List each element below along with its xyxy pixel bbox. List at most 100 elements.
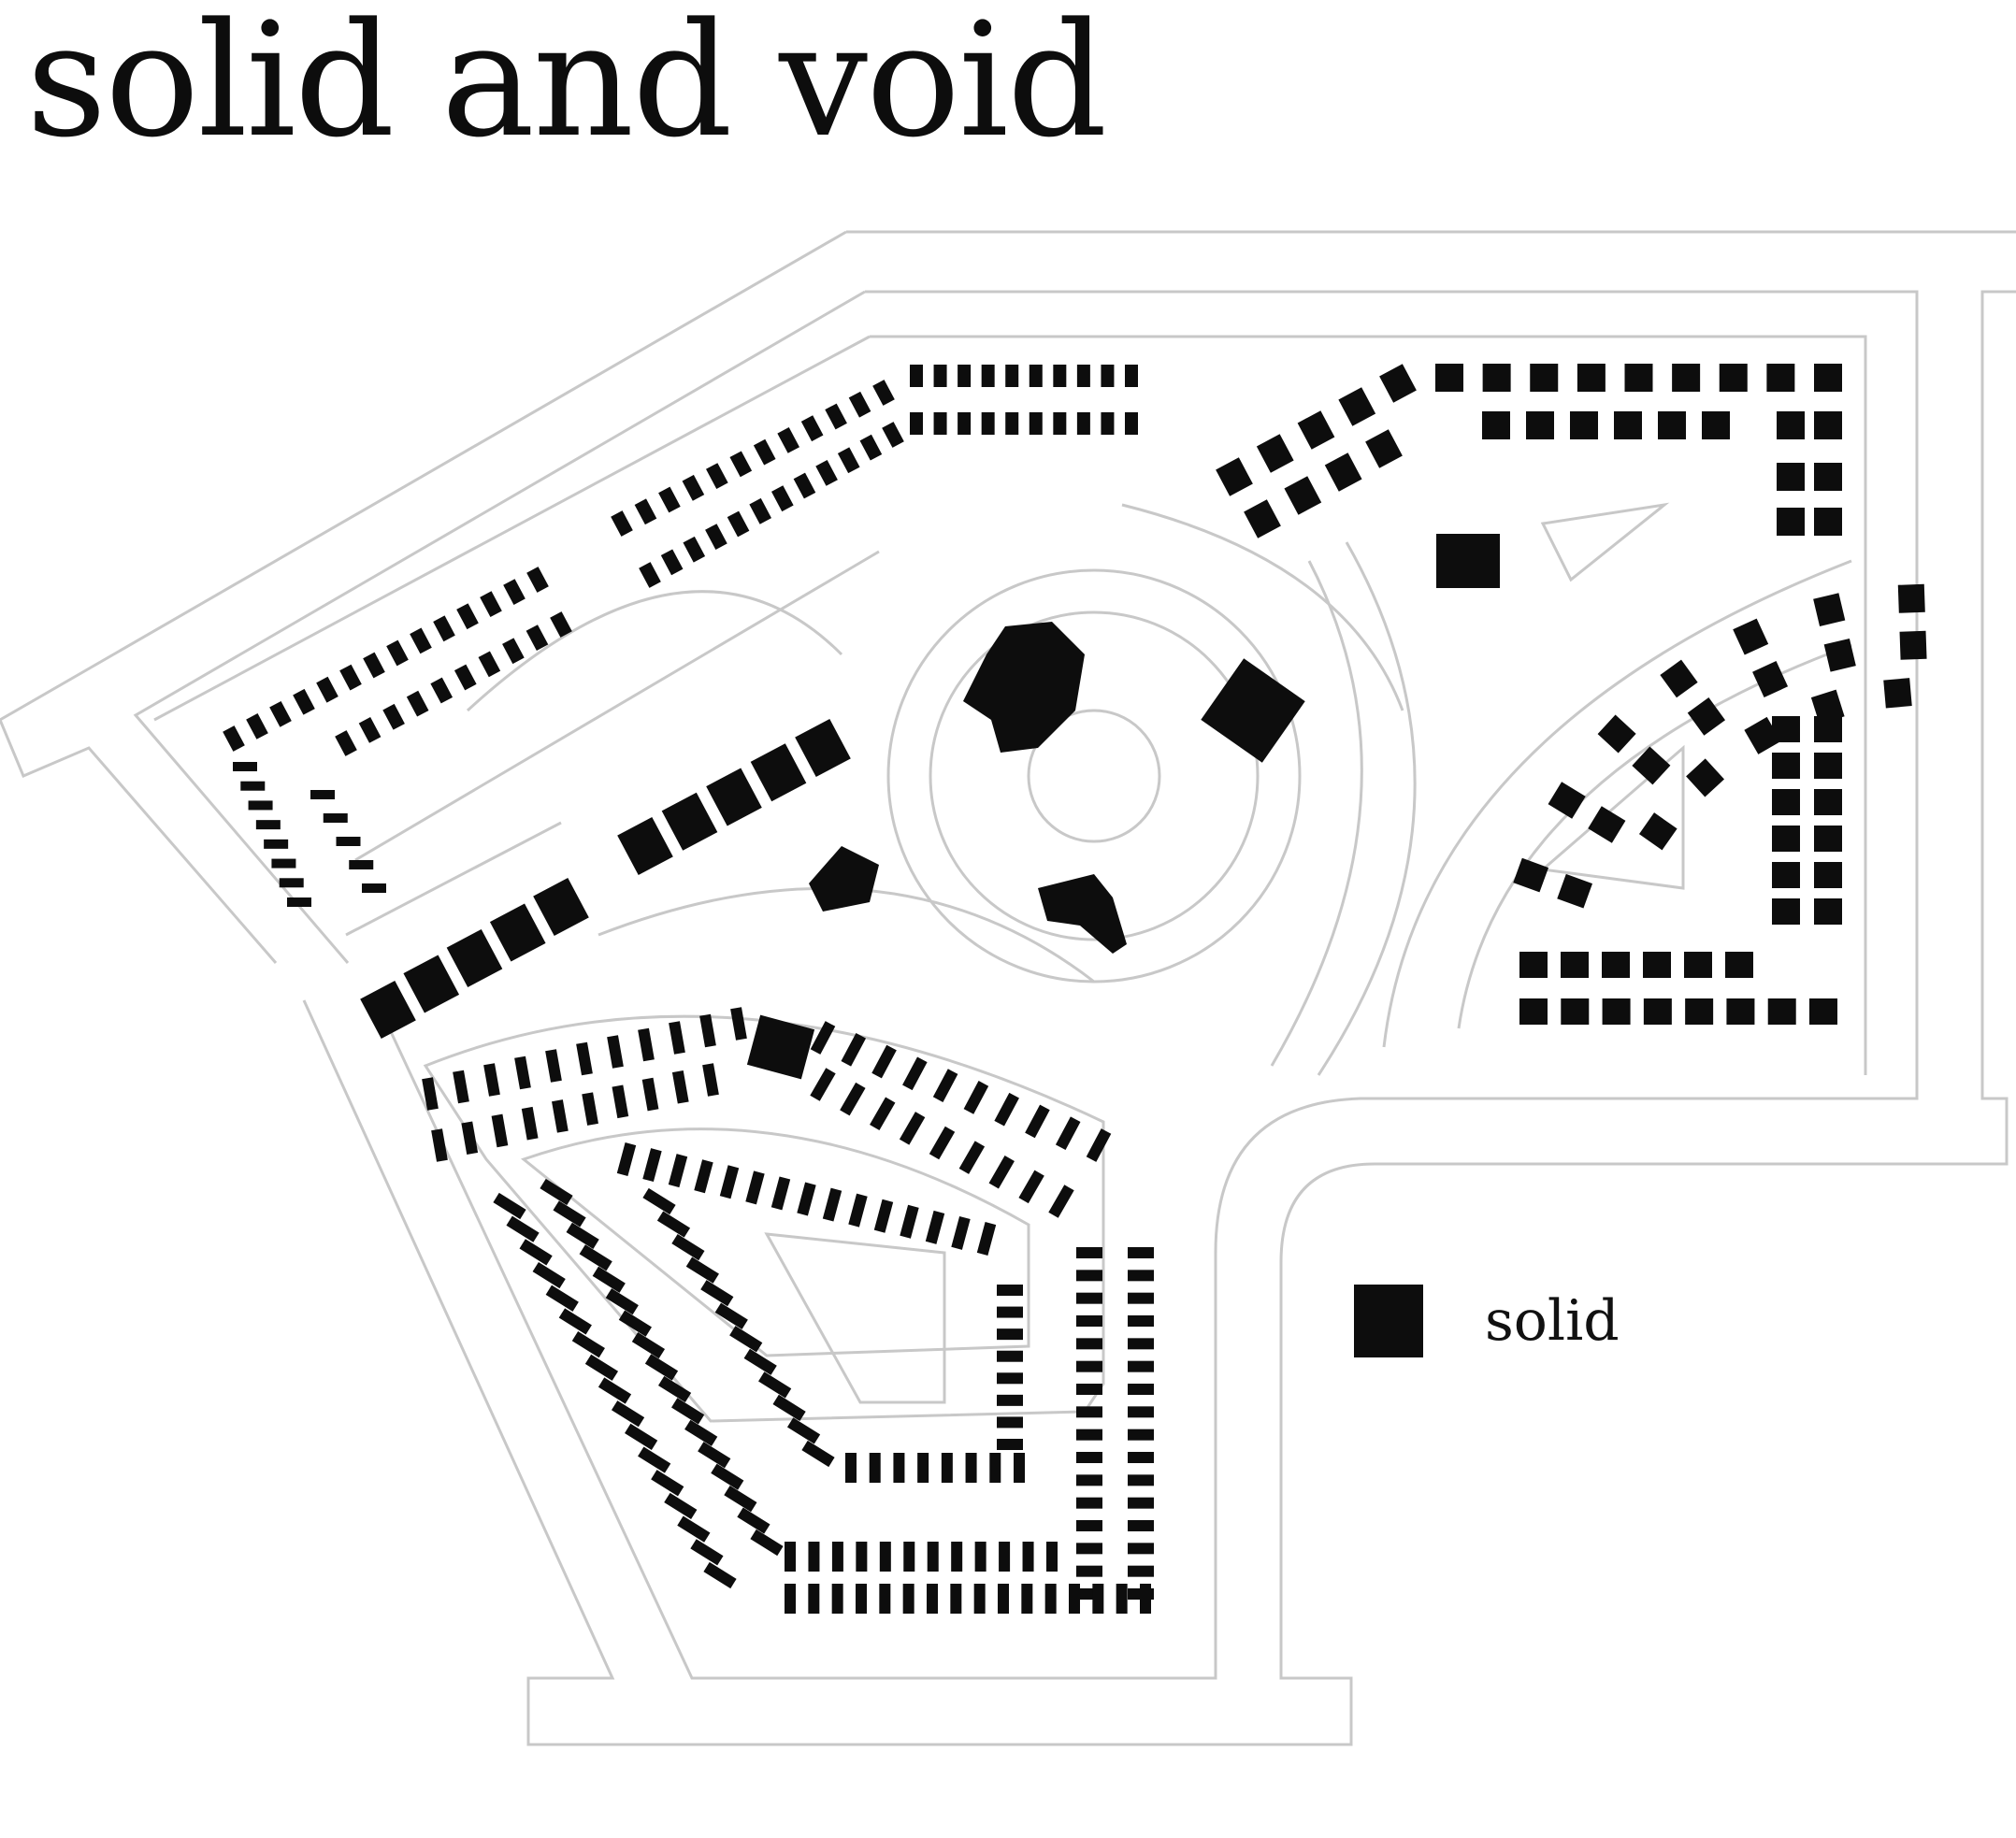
building-mass: [705, 524, 727, 550]
building-mass: [927, 1584, 938, 1614]
building-mass: [694, 1159, 713, 1194]
building-mass: [1744, 716, 1781, 754]
building-mass: [1128, 1315, 1154, 1327]
building-mass: [1076, 1338, 1102, 1350]
building-mass: [571, 1331, 605, 1358]
building-mass: [786, 1417, 821, 1444]
building-mass: [1482, 411, 1510, 439]
building-mass: [1128, 1338, 1154, 1350]
building-mass: [1810, 689, 1845, 725]
building-mass: [403, 955, 460, 1013]
east-arc: [1382, 559, 1852, 1048]
building-mass: [737, 1507, 770, 1534]
building-mass: [793, 472, 816, 499]
building-mass: [1128, 1270, 1154, 1282]
building-mass: [271, 858, 296, 869]
building-mass: [1643, 952, 1671, 978]
building-mass: [771, 485, 794, 512]
building-mass: [997, 1306, 1023, 1318]
building-mass: [1044, 1584, 1057, 1614]
building-mass: [617, 816, 673, 876]
building-mass: [612, 1084, 629, 1119]
building-mass: [478, 651, 501, 678]
building-mass: [1116, 1584, 1128, 1614]
legend: solid: [1354, 1285, 1620, 1357]
building-mass: [989, 1453, 1001, 1483]
building-mass: [656, 1211, 691, 1238]
building-mass: [1719, 364, 1748, 392]
building-mass: [545, 1049, 562, 1083]
building-mass: [641, 1077, 659, 1112]
building-mass: [1814, 898, 1842, 925]
building-mass: [526, 625, 549, 651]
building-mass: [1076, 412, 1090, 435]
building-mass: [1069, 1584, 1080, 1614]
building-mass: [702, 1063, 719, 1097]
building-mass: [997, 1394, 1023, 1406]
building-mass: [566, 1222, 599, 1249]
building-mass: [1365, 429, 1403, 468]
building-mass: [618, 1310, 652, 1337]
building-mass: [700, 1280, 734, 1307]
building-mass: [1140, 1584, 1151, 1614]
building-mass: [1086, 1128, 1112, 1162]
building-mass: [1128, 1360, 1154, 1372]
building-mass: [1602, 952, 1630, 978]
triangle-plaza: [1539, 744, 1685, 890]
building-mass: [638, 1027, 655, 1062]
building-mass: [1767, 998, 1796, 1025]
building-mass: [743, 1348, 777, 1375]
building-mass: [1076, 1360, 1102, 1372]
building-mass: [808, 1542, 820, 1572]
building-mass: [1244, 499, 1281, 538]
building-mass: [1658, 411, 1686, 439]
civic-building: [1436, 534, 1500, 588]
rotunda-mid: [929, 610, 1260, 941]
building-mass: [1128, 1497, 1154, 1509]
building-mass: [671, 1233, 705, 1261]
building-mass: [1092, 1584, 1104, 1614]
building-mass: [1128, 1292, 1154, 1304]
curved-path: [1270, 560, 1363, 1067]
building-mass: [489, 903, 546, 962]
building-mass: [872, 380, 895, 406]
building-mass: [810, 1068, 836, 1101]
building-mass: [611, 510, 633, 537]
building-mass: [859, 434, 883, 461]
building-mass: [1513, 857, 1549, 893]
building-mass: [491, 1113, 509, 1148]
building-mass: [446, 928, 503, 988]
building-mass: [1029, 365, 1043, 387]
building-mass: [660, 549, 684, 576]
road-outlines: [0, 230, 2016, 1746]
building-mass: [1055, 1116, 1081, 1151]
building-mass: [1777, 411, 1805, 439]
building-mass: [1726, 998, 1755, 1025]
building-mass: [683, 536, 706, 563]
building-mass: [729, 1326, 763, 1353]
building-mass: [335, 730, 357, 756]
building-mass: [893, 1453, 905, 1483]
building-mass: [1128, 1565, 1154, 1577]
curved-path: [1317, 541, 1417, 1076]
building-mass: [1814, 463, 1842, 491]
building-mass: [279, 878, 304, 888]
building-mass: [550, 611, 572, 638]
building-mass: [1076, 1543, 1102, 1555]
diagonal-block: [345, 821, 562, 937]
building-mass: [605, 1288, 639, 1315]
building-mass: [758, 1371, 792, 1399]
building-mass: [1899, 630, 1927, 660]
building-mass: [1128, 1247, 1154, 1258]
diagonal-block: [354, 550, 880, 862]
building-mass: [1813, 593, 1846, 626]
building-mass: [1076, 1497, 1102, 1509]
building-mass: [1029, 412, 1043, 435]
building-mass: [671, 1070, 689, 1104]
building-mass: [951, 1542, 963, 1572]
building-mass: [703, 1561, 737, 1589]
building-mass: [255, 820, 281, 830]
building-mass: [831, 1584, 843, 1614]
building-mass: [362, 883, 386, 893]
building-mass: [706, 463, 728, 489]
